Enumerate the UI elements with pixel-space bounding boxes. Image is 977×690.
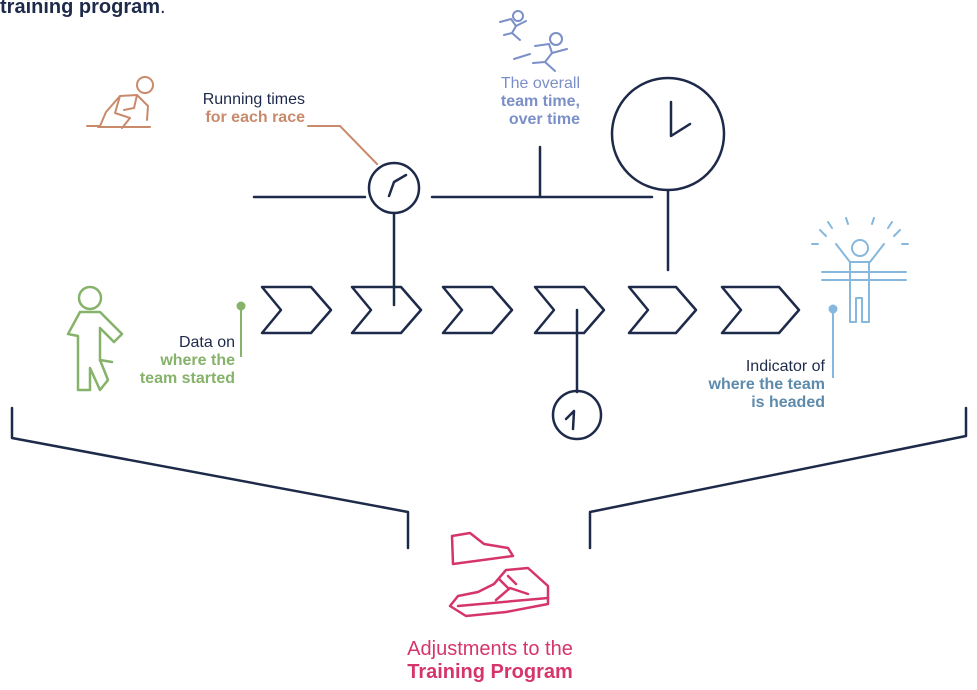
chevron-6 [720, 285, 801, 335]
chevron-2 [350, 285, 423, 335]
chevron-5 [627, 285, 698, 335]
start-callout-pin [236, 301, 246, 357]
page-title: training program. [0, 0, 166, 18]
start-label: Data on where the team started [139, 334, 235, 387]
walking-person-icon [66, 285, 124, 392]
chevron-3 [441, 285, 514, 335]
big-clock-icon [610, 76, 726, 192]
running-times-callout [307, 125, 378, 165]
lower-clock-icon [551, 389, 603, 441]
left-funnel-bracket [10, 406, 410, 550]
sprinter-start-icon [86, 76, 154, 129]
finish-line-icon [811, 217, 909, 323]
output-label: Adjustments to the Training Program [407, 638, 573, 683]
runners-icon [499, 10, 568, 72]
running-times-label: Running times for each race [202, 91, 305, 126]
heading-callout-pin [828, 304, 838, 378]
team-time-label: The overall team time, over time [500, 75, 580, 128]
chevron-4 [533, 285, 606, 335]
chevron-1 [260, 285, 333, 335]
race-clock-icon [367, 161, 421, 215]
sneakers-icon [448, 531, 550, 618]
heading-label: Indicator of where the team is headed [708, 358, 825, 411]
right-funnel-bracket [588, 406, 968, 550]
